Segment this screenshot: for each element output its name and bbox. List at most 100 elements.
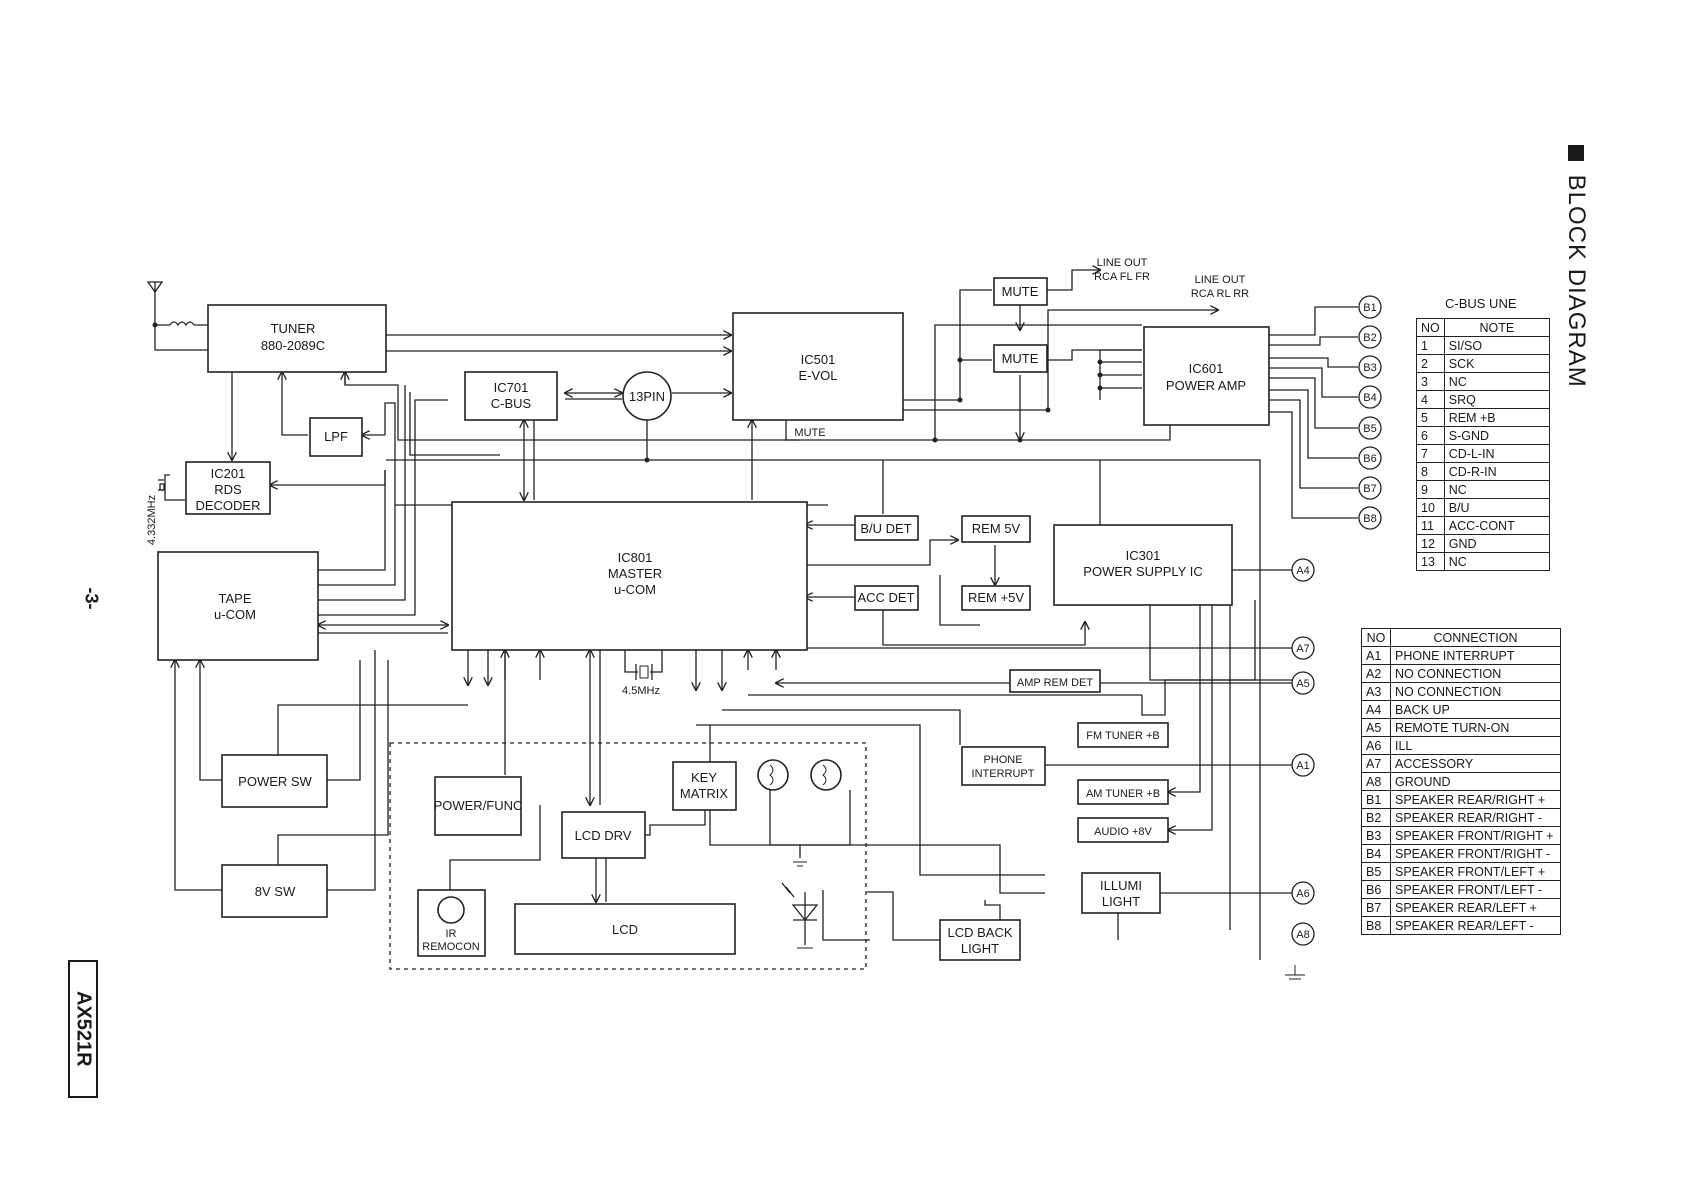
ic701-label: IC701 bbox=[494, 380, 529, 395]
connection-row-cell: A7 bbox=[1361, 754, 1391, 773]
ic801-master: MASTER bbox=[608, 566, 662, 581]
terminal-b8: B8 bbox=[1363, 513, 1376, 525]
terminal-a5: A5 bbox=[1296, 678, 1309, 690]
fmtuner-label: FM TUNER +B bbox=[1086, 730, 1159, 742]
connection-row-cell: B4 bbox=[1361, 844, 1391, 863]
terminal-b2: B2 bbox=[1363, 332, 1376, 344]
xtal-master: 4.5MHz bbox=[622, 650, 663, 697]
conn-header-connection: CONNECTION bbox=[1390, 628, 1561, 647]
lpf-label: LPF bbox=[324, 429, 348, 444]
terminal-b4: B4 bbox=[1363, 392, 1376, 404]
pin13-label: 13PIN bbox=[629, 389, 665, 404]
ic201-decoder: DECODER bbox=[195, 498, 260, 513]
irremocon-block: IR REMOCON bbox=[417, 889, 486, 957]
terminal-a6: A6 bbox=[1296, 888, 1309, 900]
connection-row-cell: SPEAKER REAR/RIGHT + bbox=[1390, 790, 1561, 809]
remp5v-label: REM +5V bbox=[968, 590, 1024, 605]
terminal-b1: B1 bbox=[1363, 302, 1376, 314]
lineout-rear-1: LINE OUT bbox=[1195, 274, 1246, 286]
cbus-row-cell: NC bbox=[1443, 480, 1551, 499]
connection-row-cell: A3 bbox=[1361, 682, 1391, 701]
phoneint-interrupt: INTERRUPT bbox=[972, 768, 1035, 780]
ic601-label: IC601 bbox=[1189, 361, 1224, 376]
ic301-psu: POWER SUPPLY IC bbox=[1083, 564, 1202, 579]
cbus-row-cell: SRQ bbox=[1443, 390, 1551, 409]
remp5v-block: REM +5V bbox=[961, 585, 1031, 611]
lcddrv-label: LCD DRV bbox=[575, 828, 632, 843]
connection-row-cell: B1 bbox=[1361, 790, 1391, 809]
cbus-row-cell: 6 bbox=[1416, 426, 1445, 445]
ic301-label: IC301 bbox=[1126, 548, 1161, 563]
cbus-row-cell: 2 bbox=[1416, 354, 1445, 373]
connection-row-cell: B2 bbox=[1361, 808, 1391, 827]
mute2-label: MUTE bbox=[1002, 351, 1039, 366]
irremocon-label: REMOCON bbox=[422, 941, 480, 953]
connection-row-cell: SPEAKER REAR/LEFT + bbox=[1390, 898, 1561, 917]
ampremdet-block: AMP REM DET bbox=[1009, 669, 1101, 693]
xtal-rds-label: 4.332MHz bbox=[146, 495, 158, 545]
sw8v-label: 8V SW bbox=[255, 884, 296, 899]
lcdback-label: LCD BACK bbox=[947, 925, 1012, 940]
tuner-model: 880-2089C bbox=[261, 338, 325, 353]
a-terminals: A4 A7 A5 A1 A6 A8 bbox=[1291, 558, 1315, 946]
mute2-block: MUTE bbox=[993, 344, 1048, 373]
lamps bbox=[757, 759, 842, 791]
ic201-block: IC201 RDS DECODER bbox=[185, 461, 271, 515]
connection-row-cell: A2 bbox=[1361, 664, 1391, 683]
speaker-terminals: B1 B2 B3 B4 B5 B6 B7 B8 bbox=[1358, 295, 1382, 530]
connection-row-cell: B5 bbox=[1361, 862, 1391, 881]
amtuner-block: AM TUNER +B bbox=[1077, 779, 1169, 805]
budet-block: B/U DET bbox=[854, 515, 919, 541]
terminal-a4: A4 bbox=[1296, 565, 1309, 577]
ic201-rds: RDS bbox=[214, 482, 242, 497]
cbus-row-cell: 8 bbox=[1416, 462, 1445, 481]
ampremdet-label: AMP REM DET bbox=[1017, 677, 1093, 689]
connection-row-cell: NO CONNECTION bbox=[1390, 682, 1561, 701]
budet-label: B/U DET bbox=[860, 521, 911, 536]
tape-block: TAPE u-COM bbox=[157, 551, 319, 661]
tuner-block: TUNER 880-2089C bbox=[207, 304, 387, 373]
connection-row-cell: B7 bbox=[1361, 898, 1391, 917]
illumi-light: LIGHT bbox=[1102, 894, 1140, 909]
connection-row-cell: A6 bbox=[1361, 736, 1391, 755]
cbus-row-cell: ACC-CONT bbox=[1443, 516, 1551, 535]
accdet-label: ACC DET bbox=[857, 590, 914, 605]
cbus-row-cell: NC bbox=[1443, 372, 1551, 391]
connection-row-cell: ILL bbox=[1390, 736, 1561, 755]
connection-row-cell: SPEAKER FRONT/RIGHT + bbox=[1390, 826, 1561, 845]
mute1-block: MUTE bbox=[993, 277, 1048, 306]
cbus-row-cell: S-GND bbox=[1443, 426, 1551, 445]
powersw-block: POWER SW bbox=[221, 754, 328, 808]
connection-row-cell: SPEAKER REAR/LEFT - bbox=[1390, 916, 1561, 935]
ic601-poweramp: POWER AMP bbox=[1166, 378, 1246, 393]
page-number: -3- bbox=[81, 587, 102, 610]
connection-row-cell: A1 bbox=[1361, 646, 1391, 665]
terminal-b3: B3 bbox=[1363, 362, 1376, 374]
ic501-block: IC501 E-VOL bbox=[732, 312, 904, 421]
ic801-ucom: u-COM bbox=[614, 582, 656, 597]
illumi-label: ILLUMI bbox=[1100, 878, 1142, 893]
tape-label: TAPE bbox=[219, 591, 252, 606]
ic301-block: IC301 POWER SUPPLY IC bbox=[1053, 524, 1233, 606]
